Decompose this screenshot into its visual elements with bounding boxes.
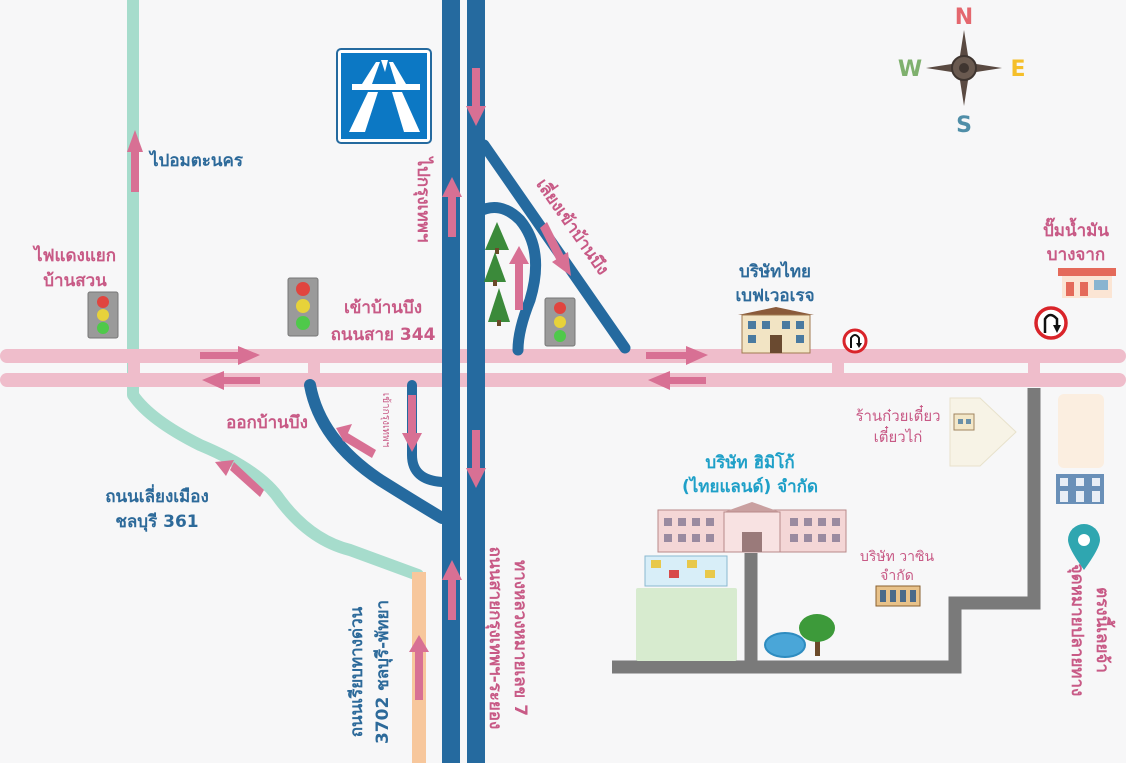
label-gas-station-2: บางจาก <box>1047 245 1105 265</box>
label-enter-ban-bueng-2: ถนนสาย 344 <box>331 325 436 345</box>
thai-beverage-building-icon <box>738 307 814 354</box>
label-thai-beverage-1: บริษัทไทย <box>739 261 811 282</box>
noodle-shop-icon <box>949 397 1017 467</box>
label-motorway-1: ถนนเรียบทางด่วน <box>346 606 367 737</box>
label-noodle-shop-2: เตี๋ยวไก่ <box>874 425 923 446</box>
label-gas-station-1: ปั๊มน้ำมัน <box>1043 217 1109 241</box>
himiko-factory-icon <box>657 502 847 553</box>
parking-lot-icon <box>644 555 728 587</box>
pond-icon <box>764 632 806 658</box>
tree-icon <box>799 614 835 656</box>
local-road-gray <box>612 388 1041 674</box>
label-noodle-shop-1: ร้านก๋วยเตี๋ยว <box>855 404 940 425</box>
enter-bangkok-ramp <box>407 380 447 487</box>
label-vasin-1: บริษัท วาซิน <box>860 549 935 565</box>
gas-station-icon <box>1058 268 1116 298</box>
highway-7-westbound <box>442 0 460 763</box>
label-traffic-light-ban-suan-1: ไฟแดงแยก <box>32 245 116 266</box>
shophouse-icon <box>1056 474 1104 504</box>
road-connector <box>1028 360 1040 376</box>
traffic-light-icon <box>287 277 319 337</box>
label-exit-ban-bueng: ออกบ้านบึง <box>226 413 308 433</box>
label-chonburi-bypass-2: ชลบุรี 361 <box>115 511 198 532</box>
road-connector <box>832 360 844 376</box>
compass-east: E <box>1010 57 1025 82</box>
loop-ramp <box>472 202 542 356</box>
destination-pin-icon <box>1068 524 1100 570</box>
road-connector <box>128 360 140 376</box>
vasin-building-icon <box>875 585 921 607</box>
compass-south: S <box>956 113 972 138</box>
compass-rose-icon: N S W E <box>898 5 1026 138</box>
label-vasin-2: จำกัด <box>880 568 914 584</box>
highway-7-eastbound <box>467 0 485 763</box>
label-thai-beverage-2: เบฟเวอเรจ <box>735 286 814 306</box>
label-himiko-1: บริษัท ฮิมิโก้ <box>705 452 794 473</box>
direction-arrows <box>127 68 708 700</box>
label-motorway-2: 3702 ชลบุรี-พัทยา <box>372 600 393 744</box>
compass-north: N <box>955 5 973 30</box>
road-connector <box>308 360 320 376</box>
no-u-turn-sign-icon <box>842 328 868 354</box>
road-344-north-lane <box>0 349 1126 363</box>
shop-block <box>1058 394 1104 468</box>
traffic-light-icon <box>87 291 119 339</box>
traffic-light-icon <box>544 297 576 347</box>
label-to-amata: ไปอมตะนคร <box>148 150 244 171</box>
exit-ramp-ban-bueng <box>304 379 448 524</box>
label-highway-7-2: ทางหลวงหมายเลข 7 <box>510 560 530 716</box>
label-chonburi-bypass-1: ถนนเลี่ยงเมือง <box>105 484 209 507</box>
label-traffic-light-ban-suan-2: บ้านสวน <box>43 271 107 291</box>
label-to-bangkok: ไปกรุงเทพฯ <box>413 156 434 243</box>
label-enter-bangkok-small: เข้ากรุงเทพฯ <box>380 393 392 447</box>
label-enter-ban-bueng-1: เข้าบ้านบึง <box>344 298 422 318</box>
label-highway-7-1: ถนนสายกรุงเทพฯ-ระยอง <box>485 547 505 730</box>
chonburi-bypass-road <box>127 0 424 581</box>
u-turn-sign-icon <box>1034 306 1068 340</box>
pine-tree-icon <box>484 222 510 326</box>
label-destination-1: จุดหมายปลายทาง <box>1067 564 1087 697</box>
motorway-sign-icon <box>336 48 432 144</box>
label-himiko-2: (ไทยแลนด์) จำกัด <box>682 476 818 497</box>
compass-west: W <box>898 57 922 82</box>
label-destination-2: ตรงนี้เลยจ้า <box>1092 587 1116 673</box>
road-344-south-lane <box>0 373 1126 387</box>
green-field <box>636 588 737 661</box>
